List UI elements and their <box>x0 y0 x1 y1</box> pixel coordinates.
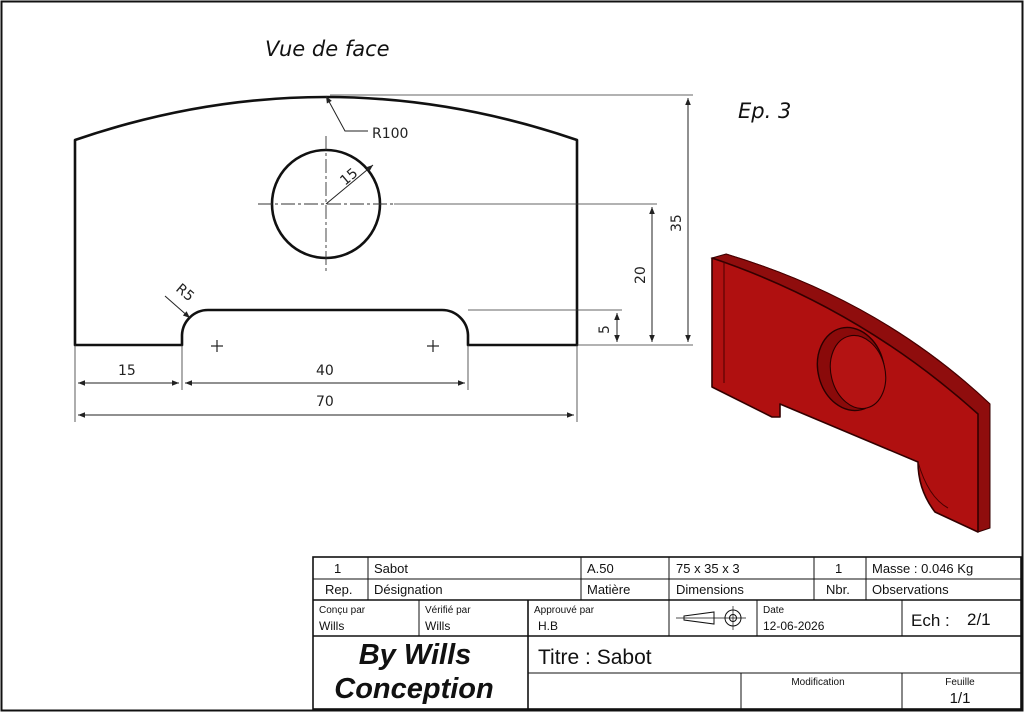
dim-r100: R100 <box>372 126 408 142</box>
value-concu: Wills <box>319 619 344 633</box>
row-designation: Sabot <box>374 561 408 576</box>
title-block: 1 Sabot A.50 75 x 35 x 3 1 Masse : 0.046… <box>312 556 1022 710</box>
front-view: R100 15 R5 35 20 5 15 40 <box>73 94 693 422</box>
value-approuve: H.B <box>538 619 558 633</box>
header-observations: Observations <box>872 582 949 597</box>
r100-leader <box>325 95 368 132</box>
r5-leader <box>164 295 191 319</box>
dim-15: 15 <box>118 363 136 379</box>
header-matiere: Matière <box>587 582 630 597</box>
isometric-model <box>710 253 991 533</box>
header-rep: Rep. <box>325 582 352 597</box>
notch-centers <box>211 340 439 352</box>
row-matiere: A.50 <box>587 561 614 576</box>
label-modification: Modification <box>791 677 844 688</box>
hole-dim-line <box>325 164 374 205</box>
model-hole-inner <box>829 334 887 410</box>
value-verifie: Wills <box>425 619 450 633</box>
view-title: Vue de face <box>265 37 390 61</box>
label-feuille: Feuille <box>945 677 975 688</box>
part-outline <box>73 95 579 347</box>
header-designation: Désignation <box>374 582 443 597</box>
label-concu: Conçu par <box>319 605 366 616</box>
company-line2: Conception <box>334 673 494 705</box>
row-rep: 1 <box>334 561 341 576</box>
label-verifie: Vérifié par <box>425 605 471 616</box>
drawing-title: Titre : Sabot <box>538 646 652 669</box>
dim-5: 5 <box>597 325 613 334</box>
dim-r5: R5 <box>172 281 197 305</box>
dim-20: 20 <box>633 266 649 284</box>
header-dimensions: Dimensions <box>676 582 744 597</box>
scale-label: Ech : <box>911 611 950 630</box>
model-edges <box>723 253 991 509</box>
dim-35: 35 <box>669 214 685 232</box>
row-dimensions: 75 x 35 x 3 <box>676 561 740 576</box>
label-date: Date <box>763 605 785 616</box>
dim-40: 40 <box>316 363 334 379</box>
company-line1: By Wills <box>359 639 472 671</box>
value-feuille: 1/1 <box>950 690 971 707</box>
thickness-note: Ep. 3 <box>738 99 791 123</box>
extension-lines <box>74 94 693 422</box>
label-approuve: Approuvé par <box>534 605 595 616</box>
value-date: 12-06-2026 <box>763 619 825 633</box>
header-nbr: Nbr. <box>826 582 850 597</box>
row-nbr: 1 <box>835 561 842 576</box>
scale-value: 2/1 <box>967 610 991 629</box>
row-observations: Masse : 0.046 Kg <box>872 561 973 576</box>
dim-hole: 15 <box>337 165 361 189</box>
dim-70: 70 <box>316 394 334 410</box>
first-angle-projection-icon <box>676 606 746 630</box>
